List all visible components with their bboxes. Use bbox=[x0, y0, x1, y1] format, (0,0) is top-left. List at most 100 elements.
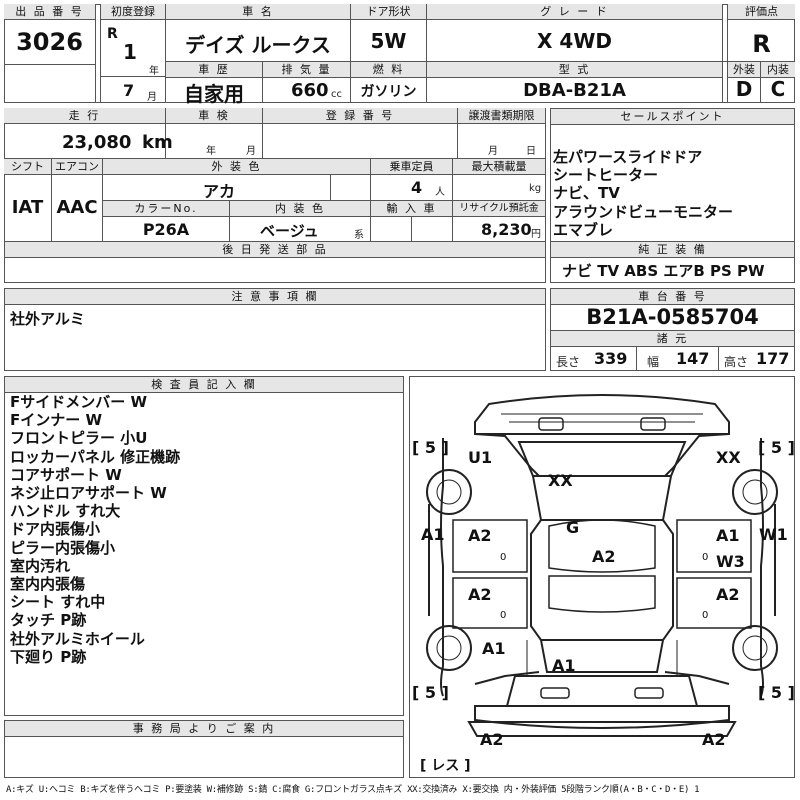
recycle-unit: 円 bbox=[531, 229, 541, 240]
capacity-unit: 人 bbox=[435, 187, 445, 198]
lot-label: 出 品 番 号 bbox=[4, 4, 95, 20]
exterior-value: D bbox=[735, 77, 753, 101]
mileage-value: 23,080 bbox=[62, 132, 132, 153]
first-reg-cell: 初度登録 R 1 年 7 月 bbox=[100, 4, 166, 103]
recycle-label: リサイクル預託金 bbox=[453, 201, 545, 217]
damage-diagram-box bbox=[409, 376, 795, 778]
inspection-cell: 車 検 年 月 bbox=[166, 108, 263, 158]
legend-text: A:キズ U:ヘコミ B:キズを伴うヘコミ P:要塗装 W:補修跡 S:錆 C:… bbox=[6, 785, 700, 795]
damage-a1-rear: A1 bbox=[552, 656, 576, 675]
inspector-line: ドア内張傷小 bbox=[10, 520, 101, 539]
inspector-line: ハンドル すれ大 bbox=[10, 502, 121, 521]
sales-point-item: アラウンドビューモニター bbox=[553, 202, 734, 221]
displacement-cell: 排 気 量 660 cc bbox=[263, 62, 351, 103]
inspector-line: Fインナー W bbox=[10, 411, 103, 430]
color-no-label: カラーNo. bbox=[103, 201, 229, 217]
inspector-line: フロントピラー 小U bbox=[10, 429, 148, 448]
tire-front-left: [ 5 ] bbox=[412, 438, 449, 457]
history-value: 自家用 bbox=[184, 82, 244, 106]
genuine-label: 純 正 装 備 bbox=[551, 242, 794, 258]
model-value: DBA-B21A bbox=[523, 80, 626, 101]
mark-zero: 0 bbox=[702, 552, 709, 563]
width-label: 幅 bbox=[647, 355, 660, 369]
mark-zero: 0 bbox=[702, 610, 709, 621]
int-color-cell: 内 装 色 ベージュ 系 bbox=[230, 201, 371, 241]
capacity-value: 4 bbox=[411, 178, 423, 197]
inspector-line: 社外アルミホイール bbox=[10, 629, 145, 648]
damage-xx-hood: XX bbox=[548, 471, 573, 490]
shift-cell: シフト IAT bbox=[4, 159, 52, 241]
score-cell: 評価点 R bbox=[727, 4, 795, 62]
ext-color-cell: 外 装 色 アカ bbox=[103, 159, 371, 201]
grade-cell: グ レ ー ド X 4WD bbox=[427, 4, 723, 62]
shift-label: シフト bbox=[4, 159, 51, 175]
displacement-value: 660 bbox=[291, 80, 329, 101]
damage-a2-left-rear: A2 bbox=[468, 585, 492, 604]
lot-cell: 出 品 番 号 3026 bbox=[4, 4, 96, 103]
inspector-line: ピラー内張傷小 bbox=[10, 538, 116, 557]
reg-month: 7 bbox=[123, 81, 135, 100]
genuine-items: ナビ TV ABS エアB PS PW bbox=[562, 262, 765, 280]
office-box bbox=[4, 720, 404, 778]
aircon-value: AAC bbox=[56, 197, 98, 218]
damage-a2-center: A2 bbox=[592, 547, 616, 566]
mileage-cell: 走 行 23,080 km bbox=[4, 108, 173, 158]
mark-zero: 0 bbox=[500, 610, 507, 621]
inspector-line: 室内汚れ bbox=[10, 556, 71, 575]
transfer-day-unit: 日 bbox=[526, 146, 536, 157]
mileage-label: 走 行 bbox=[4, 108, 165, 124]
later-parts-label: 後 日 発 送 部 品 bbox=[5, 242, 545, 258]
transfer-label: 譲渡書類期限 bbox=[458, 108, 545, 124]
damage-xx-right: XX bbox=[716, 448, 741, 467]
spare-tire: [ レス ] bbox=[420, 758, 471, 774]
inspector-line: ロッカーパネル 修正機跡 bbox=[10, 447, 181, 466]
aircon-cell: エアコン AAC bbox=[52, 159, 103, 241]
height-label: 高さ bbox=[724, 355, 749, 369]
damage-a1-left-rear: A1 bbox=[482, 639, 506, 658]
load-label: 最大積載量 bbox=[453, 159, 545, 175]
inspector-box bbox=[4, 376, 404, 716]
exterior-cell: 外装 D bbox=[727, 62, 761, 103]
sales-point-label: セールスポイント bbox=[551, 109, 794, 125]
reg-no-label: 登 録 番 号 bbox=[263, 108, 457, 124]
inspector-list: Fサイドメンバー W Fインナー W フロントピラー 小U ロッカーパネル 修正… bbox=[10, 393, 180, 666]
chassis-number: B21A-0585704 bbox=[586, 305, 759, 329]
sales-point-item: 左パワースライドドア bbox=[553, 148, 703, 166]
damage-u1: U1 bbox=[468, 448, 493, 467]
office-label: 事 務 局 よ り ご 案 内 bbox=[5, 721, 403, 737]
mileage-unit: km bbox=[142, 132, 173, 153]
damage-a2-right-rear: A2 bbox=[716, 585, 740, 604]
recycle-cell: リサイクル預託金 8,230 円 bbox=[453, 201, 546, 241]
inspector-line: シート すれ中 bbox=[10, 593, 106, 612]
tire-front-right: [ 5 ] bbox=[758, 438, 795, 457]
year-unit: 年 bbox=[149, 66, 159, 77]
damage-a2-left-front: A2 bbox=[468, 526, 492, 545]
history-cell: 車 歴 自家用 bbox=[166, 62, 263, 106]
sales-point-item: エマブレ bbox=[553, 220, 614, 239]
inspector-line: Fサイドメンバー W bbox=[10, 393, 148, 411]
color-no-value: P26A bbox=[142, 220, 190, 239]
int-color-label: 内 装 色 bbox=[230, 201, 370, 217]
import-cell: 輸 入 車 bbox=[371, 201, 453, 241]
displacement-label: 排 気 量 bbox=[263, 62, 350, 78]
car-diagram bbox=[426, 394, 778, 737]
model-label: 型 式 bbox=[427, 62, 722, 78]
era: R bbox=[107, 26, 118, 42]
damage-a1-left: A1 bbox=[421, 525, 445, 544]
int-color-unit: 系 bbox=[354, 230, 364, 241]
grade-value: X 4WD bbox=[537, 29, 612, 53]
month-unit: 月 bbox=[147, 92, 157, 103]
tire-rear-left: [ 5 ] bbox=[412, 683, 449, 702]
shift-value: IAT bbox=[11, 197, 44, 218]
inspector-line: 室内内張傷 bbox=[10, 575, 86, 594]
car-name: デイズ ルークス bbox=[185, 33, 331, 57]
aircon-label: エアコン bbox=[52, 159, 102, 175]
interior-cell: 内装 C bbox=[761, 62, 795, 103]
inspector-label: 検 査 員 記 入 欄 bbox=[5, 377, 403, 393]
load-unit: kg bbox=[529, 183, 542, 194]
inspector-line: ネジ止ロアサポート W bbox=[10, 484, 167, 503]
transfer-month-unit: 月 bbox=[488, 146, 498, 157]
import-label: 輸 入 車 bbox=[371, 201, 452, 217]
load-cell: 最大積載量 kg bbox=[453, 159, 546, 200]
notes-text: 社外アルミ bbox=[10, 310, 85, 328]
